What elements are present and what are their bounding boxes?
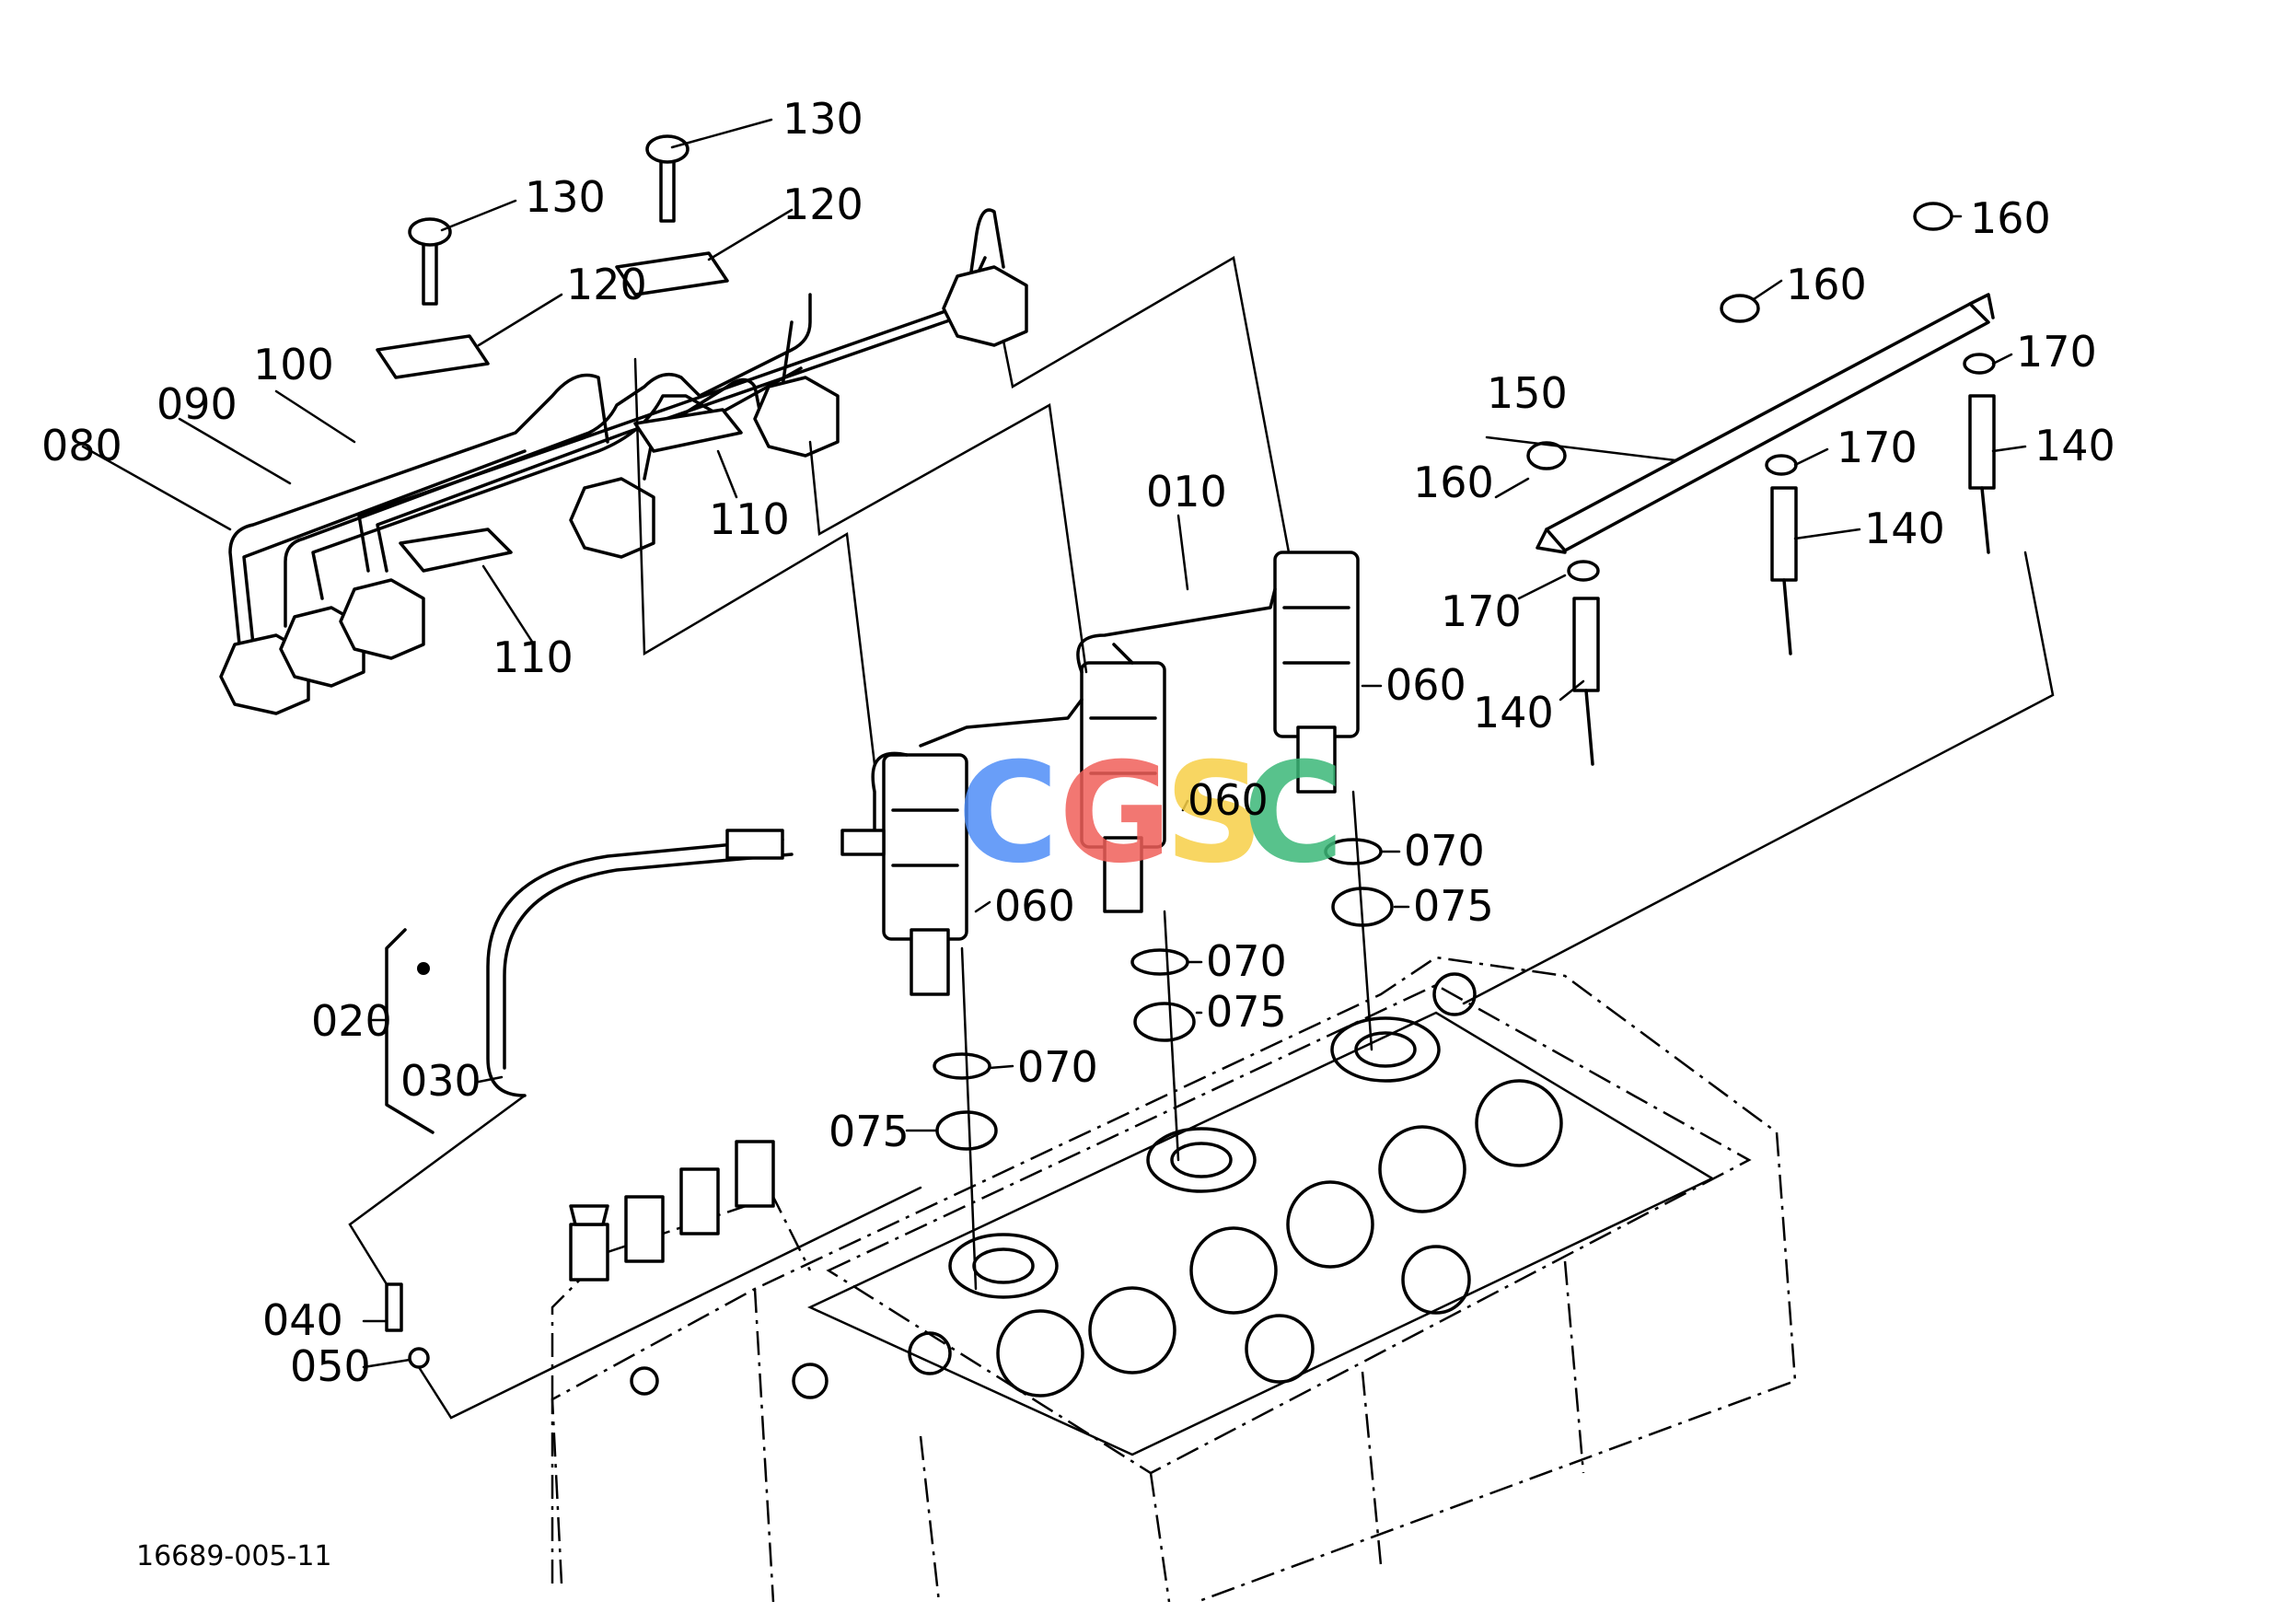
part-label-140: 140 [1864,504,1945,553]
return-hose [385,829,886,1369]
leak-off-pipe [871,587,1277,830]
part-label-160: 160 [1413,458,1494,507]
washers [933,838,1394,1151]
part-label-080: 080 [41,421,122,470]
part-label-075: 075 [1206,987,1287,1037]
part-label-170: 170 [1837,423,1918,472]
part-label-040: 040 [262,1295,343,1345]
part-label-160: 160 [1786,260,1867,309]
watermark: C G S C [957,734,1344,894]
part-label-075: 075 [829,1107,910,1156]
part-label-090: 090 [156,379,238,429]
injection-pump [550,1140,812,1583]
part-label-170: 170 [1441,586,1522,636]
part-label-070: 070 [1206,936,1287,986]
drawing-code: 16689-005-11 [136,1540,332,1572]
part-label-120: 120 [566,260,647,309]
leader-lines [81,118,2027,1369]
part-label-150: 150 [1487,368,1568,418]
part-label-060: 060 [1188,775,1269,825]
injection-nozzles [882,551,1360,996]
part-label-100: 100 [253,340,334,389]
assembly-guide-lines [348,256,2055,1420]
part-label-110: 110 [709,494,790,544]
pipe-nuts [219,265,1028,715]
part-label-060: 060 [1385,660,1466,710]
part-label-130: 130 [782,94,863,144]
part-label-170: 170 [2016,327,2097,377]
glow-plug-set [1526,202,1996,766]
part-label-110: 110 [493,632,574,682]
watermark-letter: C [957,734,1059,894]
part-label-070: 070 [1404,826,1485,876]
part-label-120: 120 [782,180,863,229]
watermark-letter: S [1165,734,1264,894]
watermark-letter: G [1059,734,1172,894]
part-label-130: 130 [525,172,606,222]
part-label-050: 050 [290,1341,371,1391]
pipe-clamps [376,134,743,573]
cylinder-head [550,956,1797,1604]
watermark-letter: C [1243,734,1344,894]
part-labels: 010 020 030 040 050 060 060 060 070 070 … [41,94,2115,1391]
part-label-140: 140 [1473,688,1554,737]
part-label-160: 160 [1970,193,2051,243]
part-label-075: 075 [1413,881,1494,931]
part-label-010: 010 [1146,467,1227,516]
part-label-070: 070 [1017,1042,1098,1092]
part-label-140: 140 [2034,421,2115,470]
part-label-030: 030 [400,1056,481,1106]
part-label-060: 060 [994,881,1075,931]
part-label-020: 020 [311,996,392,1046]
